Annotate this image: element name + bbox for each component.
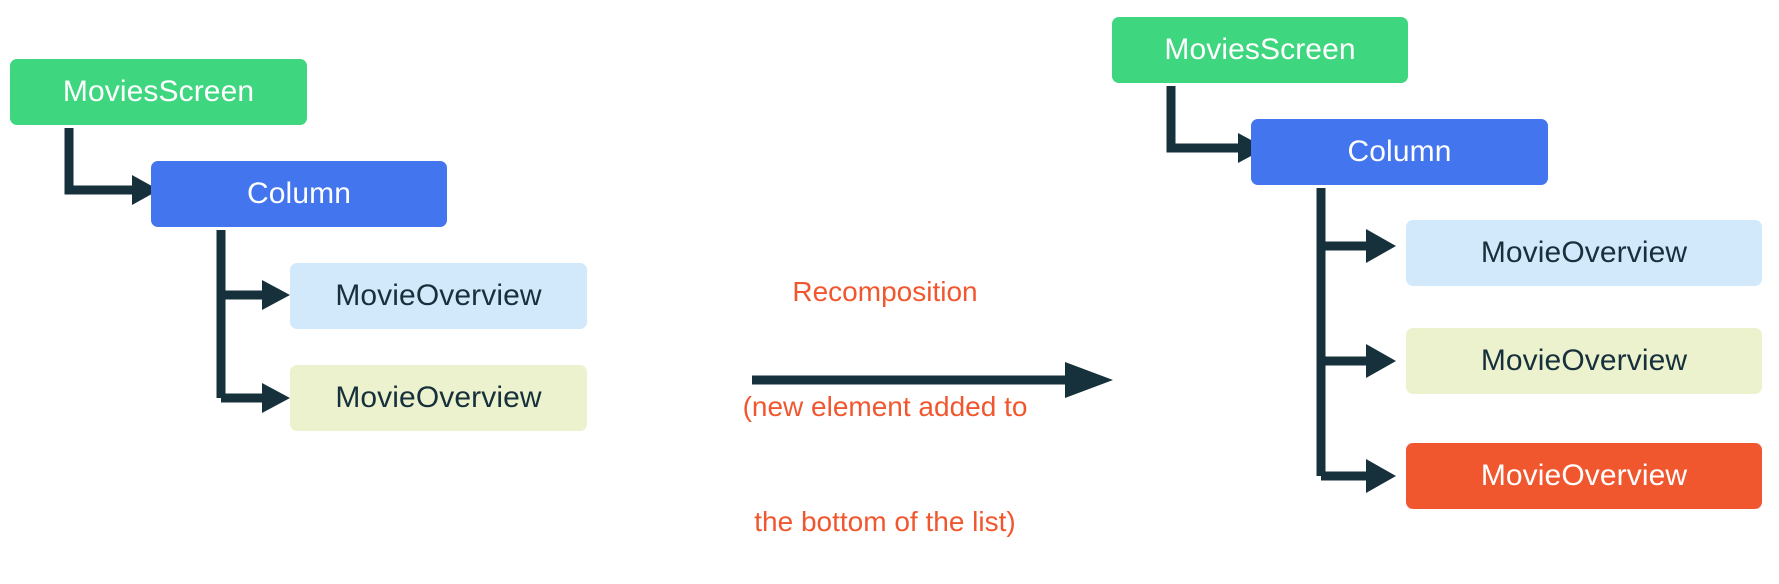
transition-label-line-3: the bottom of the list)	[754, 505, 1016, 537]
left-node-movie-overview-2: MovieOverview	[290, 365, 587, 431]
right-node-movie-overview-3-new: MovieOverview	[1406, 443, 1762, 509]
left-node-movie-overview-2-label: MovieOverview	[335, 381, 542, 414]
right-node-movie-overview-2: MovieOverview	[1406, 328, 1762, 394]
left-node-movie-overview-1-label: MovieOverview	[335, 279, 542, 312]
transition-label-line-2: (new element added to	[742, 390, 1028, 422]
left-node-column-label: Column	[247, 177, 351, 210]
right-node-movies-screen: MoviesScreen	[1112, 17, 1408, 83]
transition-label: Recomposition (new element added to the …	[655, 196, 1115, 584]
right-connector-column-to-children	[1312, 188, 1437, 498]
left-node-movies-screen-label: MoviesScreen	[62, 75, 255, 108]
right-node-movie-overview-2-label: MovieOverview	[1480, 344, 1688, 377]
right-node-movies-screen-label: MoviesScreen	[1164, 33, 1356, 66]
left-node-movie-overview-1: MovieOverview	[290, 263, 587, 329]
right-node-column: Column	[1251, 119, 1548, 185]
left-node-movies-screen: MoviesScreen	[10, 59, 307, 125]
right-node-movie-overview-3-new-label: MovieOverview	[1480, 459, 1688, 492]
right-node-movie-overview-1-label: MovieOverview	[1480, 236, 1688, 269]
left-connector-column-to-children	[212, 230, 332, 420]
right-node-movie-overview-1: MovieOverview	[1406, 220, 1762, 286]
left-connector-root-to-column	[60, 128, 170, 208]
right-node-column-label: Column	[1347, 135, 1452, 168]
transition-arrow	[752, 358, 1122, 404]
transition-label-line-1: Recomposition	[792, 275, 978, 307]
left-node-column: Column	[151, 161, 447, 227]
